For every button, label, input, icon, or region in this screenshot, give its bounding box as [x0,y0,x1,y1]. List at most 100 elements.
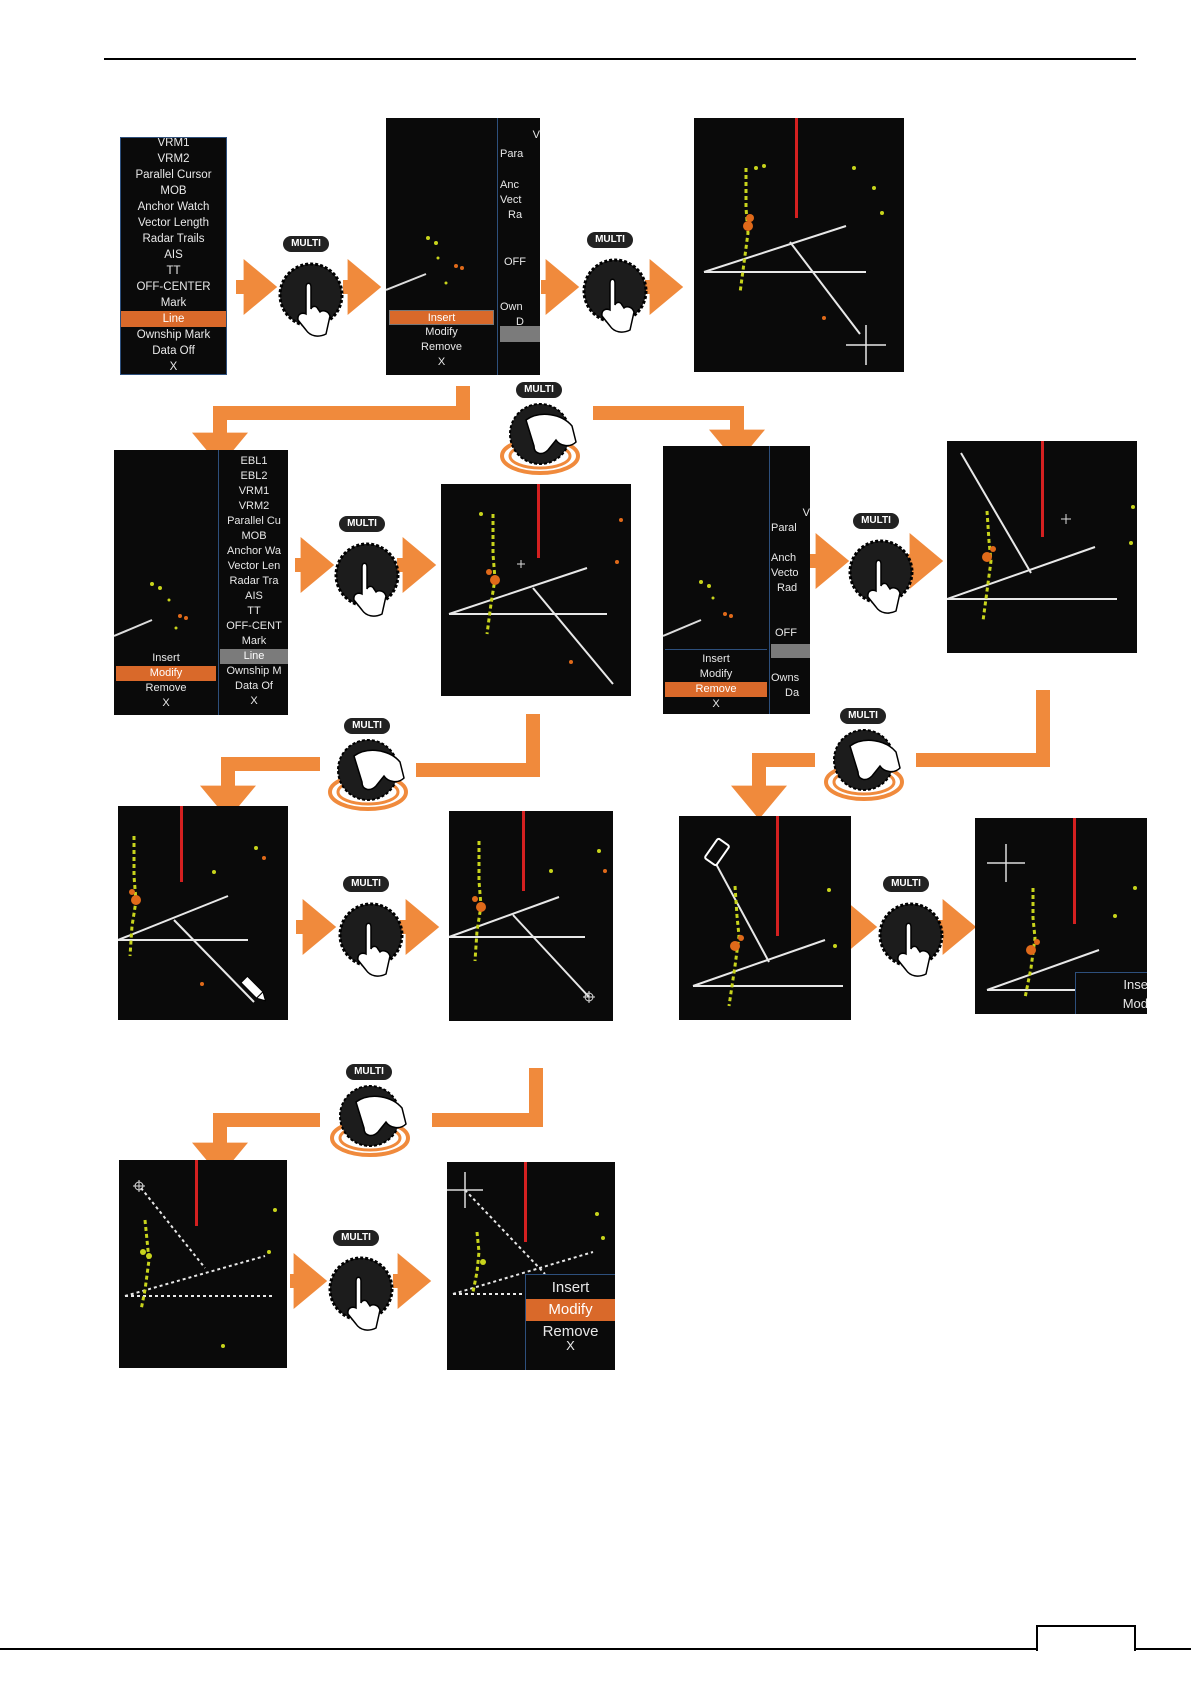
fragment-off: OFF [775,627,797,639]
fragment-owns: Owns [771,672,800,684]
knob-label: MULTI [524,384,554,395]
multi-knob-press-7[interactable]: MULTI [322,1226,394,1336]
submenu-modify[interactable]: Modify [425,326,458,338]
fragment-anc: Anc [500,179,519,191]
submenu-modify[interactable]: Modify [526,1299,615,1321]
menu-item-ownship-mark[interactable]: Ownship M [226,665,282,677]
multi-knob-rotate-1[interactable]: MULTI [490,380,590,484]
radar-panel-line-insert [694,118,904,372]
menu-item-vector-length[interactable]: Vector Len [227,560,281,572]
knob-label: MULTI [891,878,921,889]
menu-item-vrm2[interactable]: VRM2 [238,500,270,512]
bottom-rule [0,1648,1191,1650]
menu-item-tt[interactable]: TT [166,265,181,277]
menu-item-ownship-mark[interactable]: Ownship Mark [136,329,211,341]
pencil-icon [240,975,267,1002]
menu-item-data-off[interactable]: Data Off [152,345,195,357]
fragment-vecto: Vecto [771,567,799,579]
mini-line-menu: Inse Mod [1075,972,1147,1014]
submenu-remove[interactable]: Remove [145,682,187,694]
knob-label: MULTI [848,710,878,721]
menu-item-vrm1[interactable]: VRM1 [238,485,270,497]
heading-line [795,118,798,218]
submenu-close[interactable]: X [437,356,446,368]
menu-item-ebl1[interactable]: EBL1 [240,455,268,467]
multi-knob-rotate-3[interactable]: MULTI [814,706,914,810]
multi-knob-rotate-2[interactable]: MULTI [318,716,418,820]
submenu-remove[interactable]: Remove [542,1323,599,1340]
radar-display [947,441,1135,622]
submenu-remove[interactable]: Remove [421,341,462,353]
menu-item-off-center[interactable]: OFF-CENTER [136,281,211,293]
multi-knob-press-1[interactable]: MULTI [272,232,344,342]
menu-item-mark[interactable]: Mark [241,635,267,647]
knob-label: MULTI [595,234,625,245]
right-menu-fragments: V Para Anc Vect Ra OFF Own D [500,128,540,342]
multi-knob-press-3[interactable]: MULTI [328,512,400,622]
top-rule [104,58,1136,60]
menu-item-data-off[interactable]: Data Of [235,680,273,692]
knob-label: MULTI [341,1232,371,1243]
submenu-insert[interactable]: Insert [551,1279,590,1296]
fragment-off: OFF [504,256,526,268]
fragment-vect: Vect [500,194,522,206]
multi-knob-press-6[interactable]: MULTI [872,872,944,982]
radar-display [449,811,607,1003]
menu-item-radar-trails[interactable]: Radar Trails [142,233,205,245]
multi-knob-rotate-4[interactable]: MULTI [320,1062,420,1166]
menu-item-anchor-watch[interactable]: Anchor Watch [137,201,210,213]
submenu-modify[interactable]: Mod [1122,996,1147,1011]
radar-display [448,484,623,685]
submenu-close[interactable]: X [712,698,720,710]
radar-panel-insert-menu: V Para Anc Vect Ra OFF Own D Insert Modi… [386,118,540,375]
menu-item-ebl2[interactable]: EBL2 [240,470,268,482]
menu-item-ais[interactable]: AIS [164,249,183,261]
radar-echoes [663,580,733,637]
menu-item-tt[interactable]: TT [247,605,261,617]
knob-label: MULTI [351,878,381,889]
menu-item-vrm1[interactable]: VRM1 [157,137,190,149]
heading-line [1041,441,1044,537]
menu-item-close[interactable]: X [169,361,178,373]
menu-item-mark[interactable]: Mark [160,297,187,309]
menu-item-close[interactable]: X [250,695,258,707]
submenu-close[interactable]: X [162,697,170,709]
fragment-para: Para [500,148,524,160]
multi-knob-press-4[interactable]: MULTI [842,509,914,619]
menu-item-vrm2[interactable]: VRM2 [157,153,190,165]
menu-item-anchor-watch[interactable]: Anchor Wa [226,545,281,557]
menu-item-ais[interactable]: AIS [245,590,263,602]
menu-item-mob[interactable]: MOB [160,185,187,197]
submenu-modify[interactable]: Modify [116,666,216,681]
radar-panel-modify-select [441,484,631,696]
line-submenu: Insert Modify Remove X [665,649,767,712]
heading-line [776,816,779,936]
submenu-insert[interactable]: Insert [152,652,180,664]
menu-item-parallel-cursor[interactable]: Parallel Cursor [135,169,212,181]
menu-item-parallel-cursor[interactable]: Parallel Cu [227,515,281,527]
fragment-rad: Rad [777,582,798,594]
radar-echoes [114,582,188,637]
submenu-insert[interactable]: Inse [1123,977,1147,992]
menu-item-mob[interactable]: MOB [241,530,267,542]
menu-item-line[interactable]: Line [220,649,288,664]
radar-panel-dashed-select [119,1160,287,1368]
submenu-insert[interactable]: Insert [389,310,494,325]
submenu-remove[interactable]: Remove [665,682,767,697]
multi-knob-press-2[interactable]: MULTI [576,228,648,338]
radar-panel-remove-select [947,441,1137,653]
menu-item-off-center[interactable]: OFF-CENT [226,620,282,632]
menu-item-radar-trails[interactable]: Radar Tra [229,575,279,587]
radar-panel-remove-confirm: Inse Mod [975,818,1147,1014]
fragment-v: V [532,129,540,141]
fragment-own: Own [500,301,523,313]
fragment-anch: Anch [771,552,797,564]
knob-label: MULTI [861,515,891,526]
submenu-close[interactable]: X [566,1338,575,1353]
submenu-modify[interactable]: Modify [699,668,733,680]
menu-divider [769,446,770,714]
menu-item-line[interactable]: Line [121,311,226,327]
menu-item-vector-length[interactable]: Vector Length [138,217,209,229]
multi-knob-press-5[interactable]: MULTI [332,872,404,982]
submenu-insert[interactable]: Insert [702,653,730,665]
